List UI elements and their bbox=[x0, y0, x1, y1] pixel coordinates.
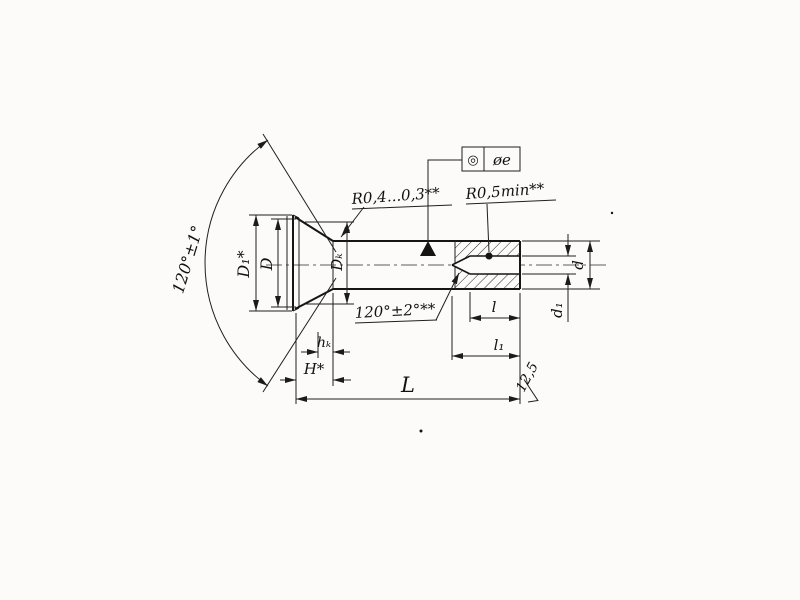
hole-angle-callout: 120°±2°** bbox=[354, 272, 460, 324]
shaft-diameter-dimension: d bbox=[522, 240, 600, 290]
length-dimension: L bbox=[296, 293, 521, 404]
scan-specks bbox=[419, 211, 614, 433]
hole-depth-full-label: l₁ bbox=[494, 336, 505, 354]
tolerance-frame: ◎ øe bbox=[420, 146, 521, 256]
tolerance-value: øe bbox=[492, 151, 511, 169]
dia-hole-label: d₁ bbox=[548, 302, 566, 318]
head-height-label: H* bbox=[303, 360, 325, 378]
dia-sharp-label: D₁* bbox=[234, 250, 253, 278]
head-height-dimensions: hₖ H* bbox=[280, 293, 351, 404]
fillet-radius-callout: R0,4...0,3** bbox=[340, 184, 453, 238]
head-height-k-label: hₖ bbox=[317, 335, 331, 351]
length-label: L bbox=[400, 373, 415, 397]
hole-cavity bbox=[452, 256, 519, 274]
roughness-label: 12,5 bbox=[513, 360, 542, 395]
leader-dot bbox=[485, 252, 493, 260]
hole-diameter-dimension: d₁ bbox=[522, 234, 576, 322]
dia-k-label: Dₖ bbox=[328, 253, 346, 272]
hole-radius-label: R0,5min** bbox=[464, 180, 545, 204]
concentricity-icon: ◎ bbox=[467, 153, 478, 168]
head-angle-label: 120°±1° bbox=[168, 223, 207, 296]
datum-triangle bbox=[420, 241, 436, 256]
section-hatch-and-hole bbox=[451, 241, 520, 289]
rivet-body-outline bbox=[266, 214, 606, 312]
dia-head-label: D bbox=[257, 257, 276, 271]
hole-radius-callout: R0,5min** bbox=[464, 180, 557, 260]
hole-depth-dimensions: l l₁ bbox=[451, 292, 520, 360]
head-diameter-dimensions: D₁* D bbox=[234, 214, 296, 312]
dia-shaft-label: d bbox=[569, 260, 587, 270]
fillet-radius-label: R0,4...0,3** bbox=[350, 184, 441, 208]
hole-angle-label: 120°±2°** bbox=[354, 300, 436, 322]
hole-depth-label: l bbox=[492, 298, 497, 316]
